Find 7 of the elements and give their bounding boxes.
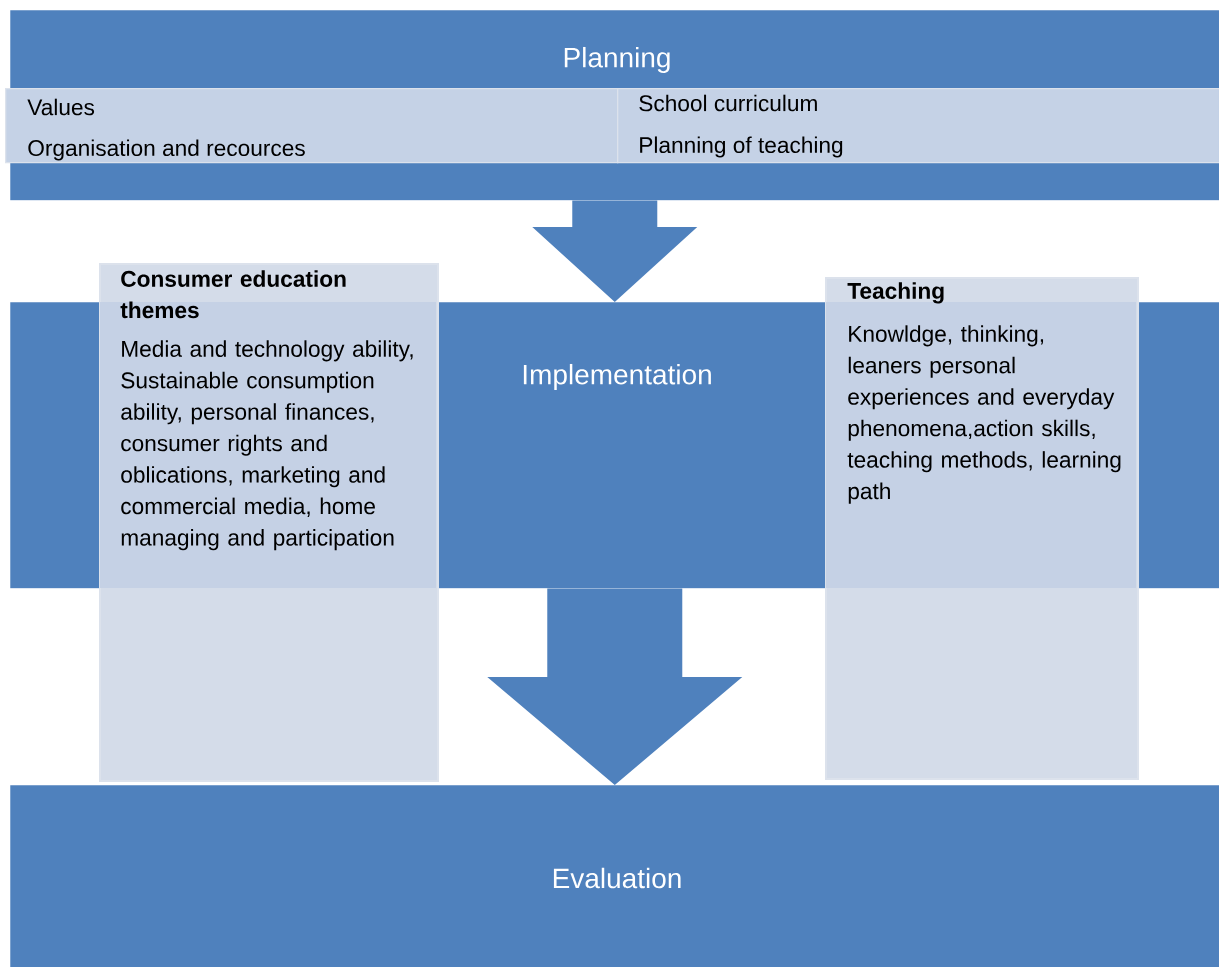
text-strip: School curriculum Planning of teaching: [617, 88, 1219, 164]
stage-band: Evaluation: [10, 785, 1219, 967]
text-box: Consumer education themes Media and technology ability, Sustainable consumption ability, personal finances, consumer rights and oblications, marketing and commercial media, home managing and participation: [99, 263, 439, 782]
text-strip: Values Organisation and recources: [5, 88, 619, 164]
block-arrow: [532, 200, 698, 302]
block-arrow: [487, 588, 743, 785]
text-box: Teaching Knowldge, thinking, leaners personal experiences and everyday phenomena,action skills, teaching methods, learning path: [825, 277, 1139, 780]
